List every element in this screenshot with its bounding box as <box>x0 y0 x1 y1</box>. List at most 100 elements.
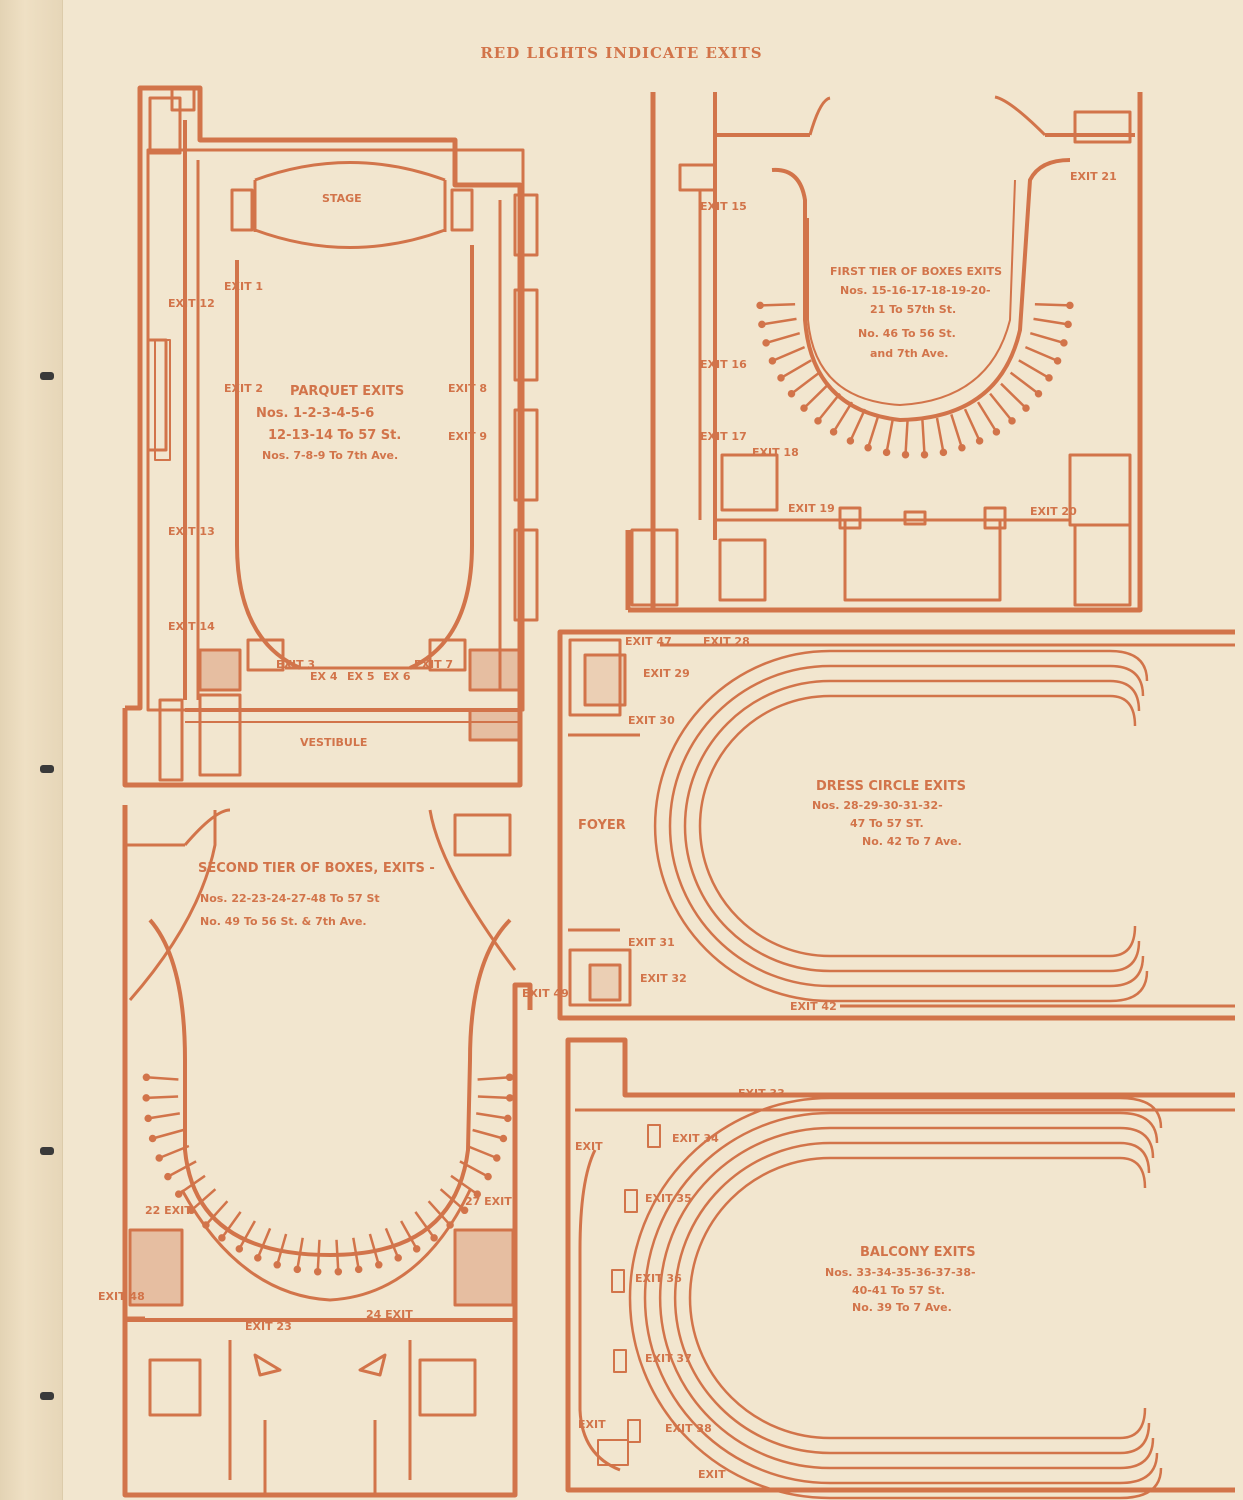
box-ray-end <box>164 1172 172 1181</box>
seating-row <box>688 1156 1120 1440</box>
box-ray-end <box>777 374 785 382</box>
row-end-cap <box>1109 925 1137 958</box>
box-ray-end <box>293 1265 302 1274</box>
box-ray <box>780 359 812 379</box>
box-ray-end <box>142 1094 150 1102</box>
box-ray <box>963 408 981 442</box>
box-ray <box>866 414 880 449</box>
box-ray-end <box>273 1261 281 1269</box>
box-ray <box>148 1112 180 1120</box>
dress-circle-line-3: No. 42 To 7 Ave. <box>862 835 962 848</box>
parquet-line-2: 12-13-14 To 57 St. <box>268 428 401 443</box>
box-ray-end <box>493 1154 501 1162</box>
first-tier-heading: FIRST TIER OF BOXES EXITS <box>830 265 1002 278</box>
exit-16-label: EXIT 16 <box>700 358 747 371</box>
box-ray <box>220 1211 242 1239</box>
row-end-cap <box>1119 1467 1163 1500</box>
box-ray <box>1029 331 1065 345</box>
box-ray-end <box>142 1073 151 1082</box>
exit-19-label: EXIT 19 <box>788 502 835 515</box>
box-ray-end <box>254 1254 262 1262</box>
exit-left-lower-label: EXIT <box>578 1418 606 1431</box>
row-end-cap <box>1119 1156 1147 1189</box>
box-ray <box>765 331 801 345</box>
box-ray <box>400 1220 418 1250</box>
exit-12-label: EXIT 12 <box>168 297 215 310</box>
exit-38-label: EXIT 38 <box>665 1422 712 1435</box>
box-ray <box>296 1237 304 1270</box>
box-ray <box>146 1076 179 1081</box>
box-ray-end <box>1034 389 1043 398</box>
stitch-mark <box>40 1392 54 1400</box>
box-ray <box>832 401 854 433</box>
box-ray <box>989 392 1013 422</box>
exit-24-label: 24 EXIT <box>366 1308 413 1321</box>
stitch-mark <box>40 372 54 380</box>
box-ray <box>476 1112 508 1120</box>
box-ray-end <box>1008 417 1016 425</box>
box-ray <box>427 1200 452 1226</box>
dress-circle-line-1: Nos. 28-29-30-31-32- <box>812 799 943 812</box>
exit-21-label: EXIT 21 <box>1070 170 1117 183</box>
exit-27-label: 27 EXIT <box>465 1195 512 1208</box>
row-end-cap <box>1109 694 1137 727</box>
box-ray <box>384 1227 400 1259</box>
box-ray-end <box>756 301 764 310</box>
box-ray-end <box>202 1221 210 1229</box>
box-ray-end <box>814 417 822 425</box>
box-ray <box>256 1227 272 1259</box>
box-ray-end <box>144 1114 152 1123</box>
second-tier-line-1: Nos. 22-23-24-27-48 To 57 St <box>200 892 380 905</box>
box-ray-end <box>1053 357 1062 365</box>
seating-row <box>668 664 1110 988</box>
box-ray <box>414 1211 436 1239</box>
box-ray-end <box>1060 339 1068 347</box>
box-ray-end <box>375 1261 383 1269</box>
seating-row <box>683 679 1110 973</box>
exit-left-upper-label: EXIT <box>575 1140 603 1153</box>
box-ray-end <box>939 448 948 457</box>
box-ray <box>1018 359 1050 379</box>
exit-35-label: EXIT 35 <box>645 1192 692 1205</box>
balcony-aisle-doors <box>611 1124 661 1443</box>
balcony-line-2: 40-41 To 57 St. <box>852 1284 945 1297</box>
row-end-cap <box>1109 940 1141 973</box>
box-ray-end <box>354 1265 363 1274</box>
box-ray <box>1009 371 1040 395</box>
box-ray <box>771 345 806 363</box>
box-ray <box>316 1239 321 1272</box>
row-end-cap <box>1109 649 1149 682</box>
seating-row <box>628 1096 1120 1500</box>
box-ray-end <box>882 448 891 457</box>
exit-13-label: EXIT 13 <box>168 525 215 538</box>
row-end-cap <box>1109 970 1149 1003</box>
box-ray-end <box>1066 301 1074 310</box>
second-tier-box-rays <box>142 1073 514 1276</box>
box-ray <box>368 1233 381 1266</box>
box-ray <box>817 392 841 422</box>
box-ray <box>935 417 945 453</box>
row-end-cap <box>1119 1111 1159 1144</box>
vestibule-label: VESTIBULE <box>300 736 367 749</box>
exit-48-label: EXIT 48 <box>98 1290 145 1303</box>
parquet-line-1: Nos. 1-2-3-4-5-6 <box>256 406 374 421</box>
first-tier-plan <box>625 92 1143 613</box>
second-tier-line-2: No. 49 To 56 St. & 7th Ave. <box>200 915 367 928</box>
dress-circle-plan <box>557 629 1235 1021</box>
box-ray <box>904 419 909 455</box>
seating-row <box>658 1126 1120 1470</box>
exit-7-label: EXIT 7 <box>414 658 453 671</box>
balcony-heading: BALCONY EXITS <box>860 1245 976 1260</box>
box-ray <box>1034 302 1070 307</box>
box-ray <box>921 419 926 455</box>
parquet-line-3: Nos. 7-8-9 To 7th Ave. <box>262 449 398 462</box>
box-ray <box>450 1174 479 1196</box>
box-ray-end <box>148 1134 157 1143</box>
box-ray-end <box>958 443 966 452</box>
exit-23-label: EXIT 23 <box>245 1320 292 1333</box>
exit-2-label: EXIT 2 <box>224 382 263 395</box>
first-tier-line-2: 21 To 57th St. <box>870 303 956 316</box>
exit-6-label: EX 6 <box>383 670 411 683</box>
box-ray-end <box>864 443 872 452</box>
